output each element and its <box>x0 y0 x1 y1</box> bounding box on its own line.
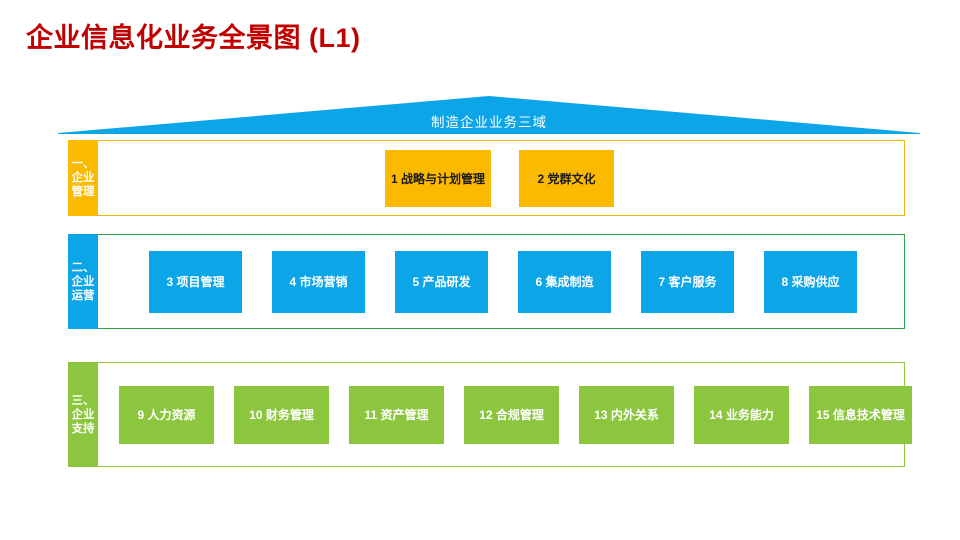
page-title: 企业信息化业务全景图 (L1) <box>26 23 361 53</box>
row-1-box-container: 1 战略与计划管理 2 党群文化 <box>113 141 904 215</box>
domain-box-12[interactable]: 12 合规管理 <box>464 385 559 444</box>
row-1-label-line-1: 一、 <box>71 158 95 170</box>
row-enterprise-support: 9 人力资源 10 财务管理 11 资产管理 12 合规管理 13 内外关系 1… <box>78 362 912 467</box>
row-label-enterprise-management: 一、 企业 管理 <box>68 140 98 216</box>
domain-box-14[interactable]: 14 业务能力 <box>694 385 789 444</box>
domain-box-11[interactable]: 11 资产管理 <box>349 385 444 444</box>
domain-box-13[interactable]: 13 内外关系 <box>579 385 674 444</box>
domain-box-8[interactable]: 8 采购供应 <box>764 250 857 313</box>
domain-box-3[interactable]: 3 项目管理 <box>149 250 242 313</box>
row-3-label-line-2: 企业 <box>71 408 95 421</box>
row-3-label-line-3: 支持 <box>71 422 95 435</box>
row-1-label-line-3: 管理 <box>71 186 95 198</box>
row-2-label-line-3: 运营 <box>71 289 95 302</box>
row-3-box-container: 9 人力资源 10 财务管理 11 资产管理 12 合规管理 13 内外关系 1… <box>113 363 912 466</box>
row-label-enterprise-support: 三、 企业 支持 <box>68 362 98 467</box>
domain-box-9[interactable]: 9 人力资源 <box>119 385 214 444</box>
banner-label: 制造企业业务三域 <box>431 115 547 130</box>
domain-box-2[interactable]: 2 党群文化 <box>519 149 614 207</box>
domain-box-4[interactable]: 4 市场营销 <box>272 250 365 313</box>
domain-box-5[interactable]: 5 产品研发 <box>395 250 488 313</box>
row-2-box-container: 3 项目管理 4 市场营销 5 产品研发 6 集成制造 7 客户服务 8 采购供… <box>113 235 904 328</box>
row-label-enterprise-operation: 二、 企业 运营 <box>68 234 98 329</box>
row-2-label-line-1: 二、 <box>71 261 95 274</box>
row-1-label-line-2: 企业 <box>71 172 95 184</box>
domain-box-7[interactable]: 7 客户服务 <box>641 250 734 313</box>
row-enterprise-operation: 3 项目管理 4 市场营销 5 产品研发 6 集成制造 7 客户服务 8 采购供… <box>78 234 905 329</box>
row-2-label-line-2: 企业 <box>71 275 95 288</box>
domain-box-15[interactable]: 15 信息技术管理 <box>809 385 912 444</box>
banner-roof: 制造企业业务三域 <box>58 96 920 134</box>
domain-box-1[interactable]: 1 战略与计划管理 <box>385 149 491 207</box>
domain-box-10[interactable]: 10 财务管理 <box>234 385 329 444</box>
row-enterprise-management: 1 战略与计划管理 2 党群文化 <box>78 140 905 216</box>
domain-box-6[interactable]: 6 集成制造 <box>518 250 611 313</box>
row-3-label-line-1: 三、 <box>71 394 95 407</box>
roof-triangle-shape <box>58 96 920 134</box>
